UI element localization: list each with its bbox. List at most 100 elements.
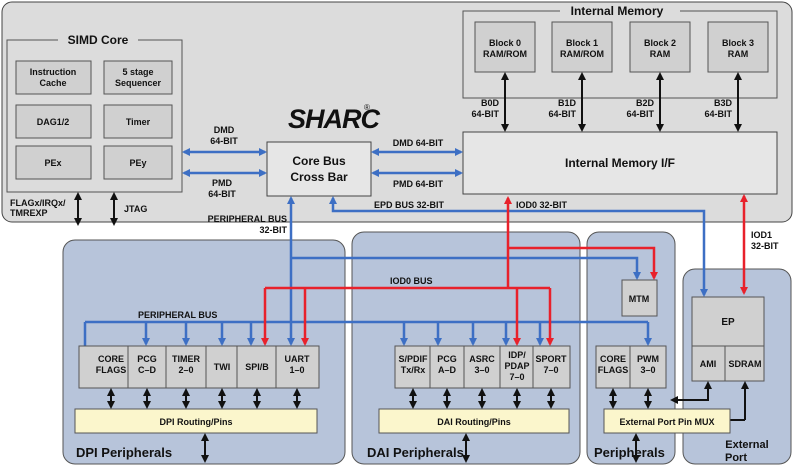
ep-label: EP — [721, 317, 735, 328]
dpi-routing-pins — [74, 408, 318, 434]
pey-label: PEy — [129, 158, 146, 168]
peripheral-bus-lower-label: PERIPHERAL BUS — [138, 310, 217, 320]
dpi-blocks-frame — [78, 345, 320, 389]
peripheral-bus-label: PERIPHERAL BUS — [208, 214, 287, 224]
dmd-left-label-2: 64-BIT — [210, 136, 238, 146]
dai-routing-label: DAI Routing/Pins — [437, 417, 511, 427]
iod1-label-2: 32-BIT — [751, 241, 779, 251]
mtm-label: MTM — [629, 294, 650, 304]
external-port-pin-mux-label: External Port Pin MUX — [619, 417, 714, 427]
flag-pin-label-2: TMREXP — [10, 208, 48, 218]
dai-sport-label: SPORT — [535, 354, 567, 364]
pex-label: PEx — [44, 158, 61, 168]
epd-bus-label: EPD BUS 32-BIT — [374, 200, 445, 210]
memory-block-3-label: Block 3 — [722, 38, 754, 48]
dpi-timer-label: TIMER — [172, 354, 200, 364]
dpi-uart-label: UART — [285, 354, 310, 364]
crossbar-label: Core Bus — [292, 154, 346, 168]
pmd-left-label: PMD — [212, 178, 233, 188]
internal-memory-title: Internal Memory — [571, 4, 664, 18]
b1d-label: B1D — [558, 98, 577, 108]
pmd-left-label-2: 64-BIT — [208, 189, 236, 199]
sdram-label: SDRAM — [729, 359, 762, 369]
dai-idp-label-3: 7–0 — [509, 372, 524, 382]
instruction-cache-block — [15, 60, 92, 95]
ami-label: AMI — [700, 359, 717, 369]
b1d-label-2: 64-BIT — [548, 109, 576, 119]
iod0-bus-label: IOD0 BUS — [390, 276, 433, 286]
external-port-title: External — [725, 439, 768, 451]
epd-bus — [329, 196, 708, 297]
dai-routing-pins — [378, 408, 570, 434]
dpi-core-flags-block: CORE FLAGS — [96, 354, 127, 375]
dai-spdif-label: S/PDIF — [398, 354, 428, 364]
instruction-cache-label: Instruction — [30, 67, 77, 77]
memory-block-2-label: Block 2 — [644, 38, 676, 48]
dpi-routing-label: DPI Routing/Pins — [160, 417, 233, 427]
b2d-label: B2D — [636, 98, 655, 108]
core-bus-crossbar — [266, 141, 372, 197]
peripheral-bus-to-mtm — [291, 256, 641, 280]
sequencer-label: 5 stage — [122, 67, 153, 77]
memory-block-1-label: Block 1 — [566, 38, 598, 48]
dai-asrc-label-2: 3–0 — [474, 365, 489, 375]
dmd-left-label: DMD — [214, 125, 235, 135]
dpi-pcg-label-2: C–D — [138, 365, 157, 375]
dpi-core-flags-label: CORE — [98, 354, 124, 364]
dag-label: DAG1/2 — [37, 117, 70, 127]
memory-block-1 — [551, 21, 613, 73]
dai-asrc-label: ASRC — [469, 354, 495, 364]
dpi-twi-label: TWI — [214, 362, 231, 372]
dai-idp-label-2: PDAP — [504, 361, 529, 371]
pmd-right-label: PMD 64-BIT — [393, 179, 444, 189]
memory-block-3 — [707, 21, 769, 73]
registered-mark: ® — [364, 103, 370, 112]
external-port-pin-mux — [603, 408, 731, 434]
external-port-title-2: Port — [725, 452, 747, 464]
sequencer-block — [103, 60, 173, 95]
memory-block-2 — [629, 21, 691, 73]
b3d-label-2: 64-BIT — [704, 109, 732, 119]
dai-spdif-label-2: Tx/Rx — [401, 365, 426, 375]
memory-block-3-label-2: RAM — [728, 49, 749, 59]
peripheral-bus-label-2: 32-BIT — [259, 225, 287, 235]
memory-block-2-label-2: RAM — [650, 49, 671, 59]
dpi-timer-block: TIMER 2–0 — [172, 354, 200, 375]
timer-label: Timer — [126, 117, 151, 127]
memory-block-0-label: Block 0 — [489, 38, 521, 48]
dai-blocks-frame — [394, 345, 571, 389]
dai-panel-title: DAI Peripherals — [367, 445, 464, 460]
simd-core-title: SIMD Core — [68, 33, 129, 47]
instruction-cache-label-2: Cache — [39, 78, 66, 88]
b3d-label: B3D — [714, 98, 733, 108]
periph-pwm-label: PWM — [637, 354, 659, 364]
dpi-spib-label: SPI/B — [245, 362, 269, 372]
dai-sport-label-2: 7–0 — [543, 365, 558, 375]
periph-pwm-label-2: 3–0 — [640, 365, 655, 375]
dag-block — [15, 104, 92, 139]
periph-blocks-frame — [595, 345, 667, 389]
iod0-label: IOD0 32-BIT — [516, 200, 568, 210]
iod1-label: IOD1 — [751, 230, 772, 240]
memory-block-0-label-2: RAM/ROM — [483, 49, 527, 59]
memory-block-1-label-2: RAM/ROM — [560, 49, 604, 59]
pex-block — [15, 145, 92, 180]
dpi-timer-label-2: 2–0 — [178, 365, 193, 375]
peripherals-panel-title: Peripherals — [594, 445, 665, 460]
periph-core-flags-label-2: FLAGS — [598, 365, 629, 375]
b2d-label-2: 64-BIT — [626, 109, 654, 119]
flag-pin-label: FLAGx/IRQx/ — [10, 198, 66, 208]
dpi-uart-label-2: 1–0 — [289, 365, 304, 375]
timer-block — [103, 104, 173, 139]
iod0-to-mtm — [508, 246, 658, 280]
dpi-core-flags-label-2: FLAGS — [96, 365, 127, 375]
jtag-label: JTAG — [124, 204, 147, 214]
b0d-label-2: 64-BIT — [471, 109, 499, 119]
pey-block — [103, 145, 173, 180]
sequencer-label-2: Sequencer — [115, 78, 162, 88]
dpi-pcg-label: PCG — [137, 354, 157, 364]
sharc-logo: SHARC — [288, 104, 381, 134]
periph-core-flags-label: CORE — [600, 354, 626, 364]
dmd-right-label: DMD 64-BIT — [393, 138, 444, 148]
internal-memory-interface-label: Internal Memory I/F — [565, 156, 675, 170]
